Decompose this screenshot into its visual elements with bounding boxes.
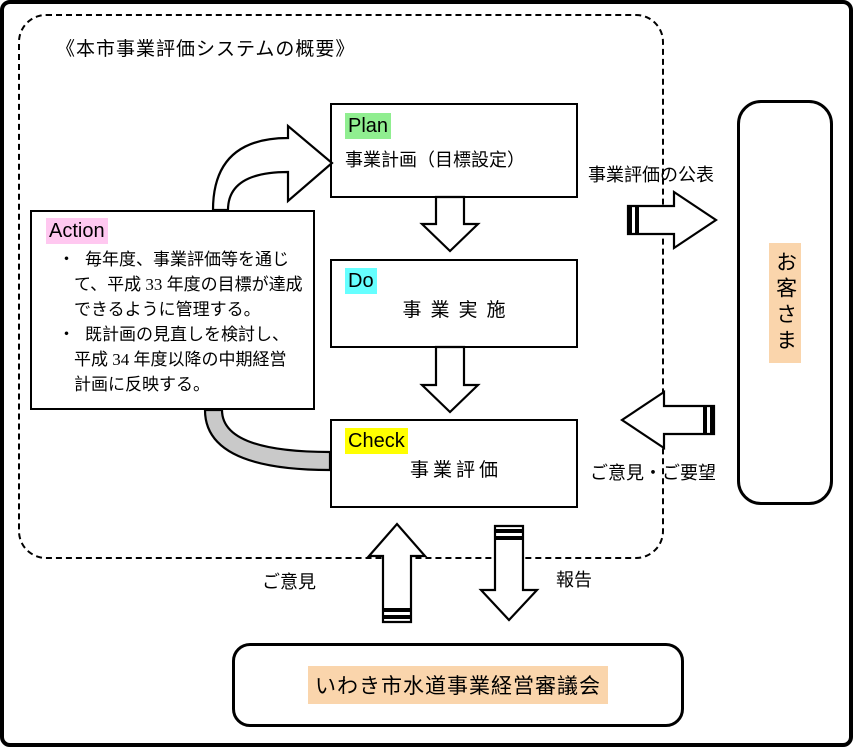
- action-bullet-2: ・既計画の見直しを検討し、平成 34 年度以降の中期経営計画に反映する。: [46, 322, 303, 397]
- plan-box: Plan 事業計画（目標設定）: [330, 103, 578, 198]
- action-bullet-1: ・毎年度、事業評価等を通じて、平成 33 年度の目標が達成できるように管理する。: [46, 247, 303, 322]
- bullet-dot: ・: [58, 250, 75, 269]
- do-tag: Do: [345, 268, 377, 294]
- plan-tag: Plan: [345, 113, 392, 139]
- council-label: いわき市水道事業経営審議会: [308, 666, 608, 704]
- check-label: 事業評価: [409, 460, 502, 481]
- bullet-dot: ・: [58, 325, 75, 344]
- action-bullet-2-text: 既計画の見直しを検討し、平成 34 年度以降の中期経営計画に反映する。: [74, 325, 289, 394]
- customer-box: お客さま: [737, 100, 833, 505]
- action-box: Action ・毎年度、事業評価等を通じて、平成 33 年度の目標が達成できるよ…: [30, 210, 315, 410]
- report-label: 報告: [556, 570, 592, 590]
- customer-label: お客さま: [769, 242, 801, 363]
- action-bullet-1-text: 毎年度、事業評価等を通じて、平成 33 年度の目標が達成できるように管理する。: [74, 250, 303, 319]
- publish-label: 事業評価の公表: [588, 165, 714, 185]
- council-box: いわき市水道事業経営審議会: [232, 643, 684, 727]
- check-box: Check 事業評価: [330, 419, 578, 508]
- request-label: ご意見・ご要望: [590, 463, 716, 483]
- action-body: ・毎年度、事業評価等を通じて、平成 33 年度の目標が達成できるように管理する。…: [46, 247, 303, 397]
- plan-label: 事業計画（目標設定）: [345, 150, 525, 170]
- do-label: 事業実施: [402, 300, 515, 321]
- system-boundary-dashed-border: [18, 14, 664, 559]
- opinion-label: ご意見: [262, 572, 316, 592]
- check-tag: Check: [345, 428, 408, 454]
- page-title: 《本市事業評価システムの概要》: [56, 39, 356, 60]
- action-tag: Action: [46, 218, 108, 244]
